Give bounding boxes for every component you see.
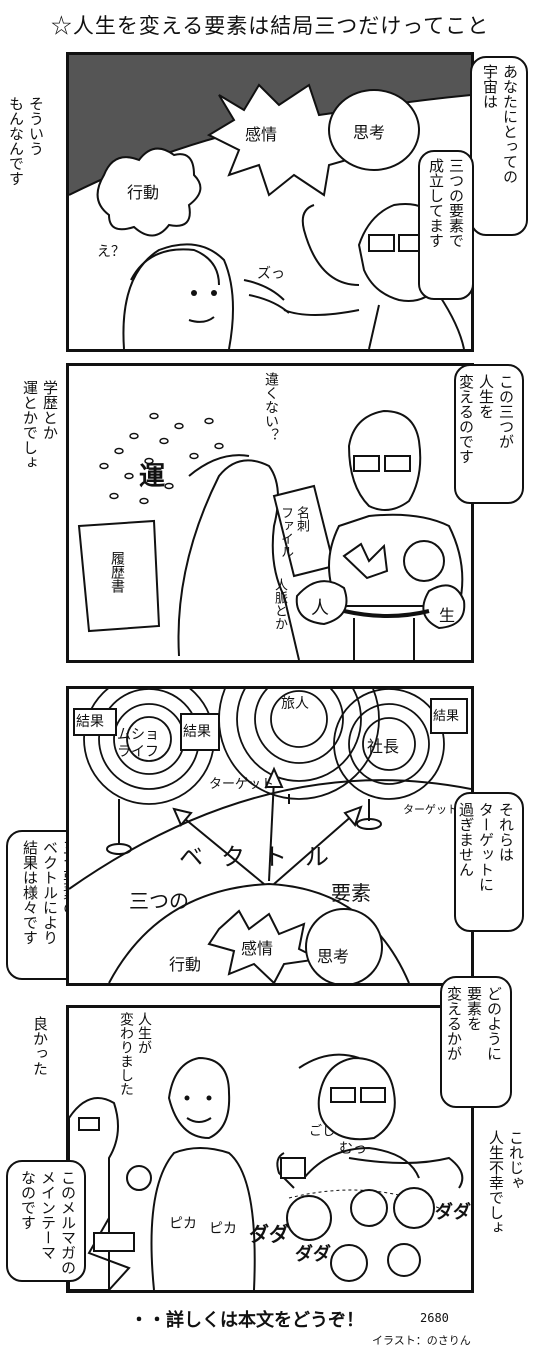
panel3-kanjo-label: 感情 (241, 939, 274, 958)
shiko-circle (328, 89, 420, 171)
footer-text: ・・詳しくは本文をどうぞ！ (130, 1310, 364, 1331)
panel4-art (69, 1053, 464, 1290)
panel2-rireki-label: 履歴書 (109, 551, 125, 593)
panel2-sei-label: 生 (439, 606, 456, 625)
panel1-kodo-label: 行動 (127, 183, 160, 202)
panel3-tabibito-label: 旅人 (281, 696, 309, 712)
issue-number: 2680 (420, 1311, 449, 1325)
page-title: ☆人生を変える要素は結局三つだけってこと (50, 14, 490, 38)
panel4-pika1-label: ピカ (169, 1216, 197, 1232)
panel2-art (77, 409, 466, 660)
panel1-bubble-2-text: 三つの要素で 成立してます (427, 158, 465, 248)
panel2-jinmyaku-label: 人脈とか (272, 578, 287, 630)
panel3-mushoku-label: ムショ ライフ (117, 727, 159, 760)
panel4-side-box: このメルマガの メインテーマ なのです (6, 1160, 86, 1282)
panel3-kekka2-label: 結果 (183, 724, 211, 740)
panel1-art (69, 55, 471, 349)
panel3-shiko-label: 思考 (317, 947, 350, 966)
panel2-un-label: 運 (139, 462, 166, 492)
panel3-vector-label: ベクトル (179, 843, 347, 871)
panel4-dada3-label: ダダ (435, 1202, 471, 1223)
panel2-chigau-label: 違くない？ (263, 372, 279, 442)
panel4-dada2-label: ダダ (295, 1244, 331, 1265)
panel3-mittsu-label: 三つの (129, 889, 189, 913)
panel3-shacho-label: 社長 (367, 737, 400, 756)
panel2-bubble-1-text: この三つが 人生を 変えるのです (457, 374, 515, 464)
panel2-hito-label: 人 (311, 598, 329, 619)
panel1-bubble-1: あなたにとっての 宇宙は (470, 56, 528, 236)
panel4-jinsei-label: 人生が 変わりました (118, 1012, 152, 1096)
panel3-target1-label: ターゲット (209, 777, 275, 792)
panel1-e-label: え？ (97, 244, 125, 260)
kodo-blob (96, 147, 202, 237)
panel4-right-text: これじゃ 人生不幸でしょ (487, 1130, 525, 1235)
panel4-side-text: 良かった (31, 1016, 49, 1076)
panel1-bubble-2: 三つの要素で 成立してます (418, 150, 474, 300)
panel3-bubble-1-text: それらは ターゲットに 過ぎません (457, 802, 515, 892)
panel2-bubble-1: この三つが 人生を 変えるのです (454, 364, 524, 504)
panel4-side-box-text: このメルマガの メインテーマ なのです (19, 1170, 77, 1275)
panel3-yoso-label: 要素 (331, 881, 371, 905)
panel4-bubble-1-text: どのように 要素を 変えるかが (445, 986, 503, 1061)
panel3-kodo-label: 行動 (169, 955, 202, 974)
panel3-art (69, 689, 471, 983)
panel3-bubble-1: それらは ターゲットに 過ぎません (454, 792, 524, 932)
panel4-goshi-label: ごし (309, 1124, 336, 1139)
comic-panel-1: 感情 思考 行動 え？ ズっ (66, 52, 474, 352)
illustrator-credit: イラスト：のさりん (372, 1334, 471, 1347)
panel2-meishi-label: 名刺 ファイル (278, 506, 309, 558)
panel1-zu-label: ズっ (257, 266, 285, 282)
comic-panel-2: 違くない？ 運 履歴書 名刺 ファイル 人脈とか 人 生 (66, 363, 474, 663)
panel4-dada1-label: ダダ (249, 1222, 289, 1246)
panel2-side-text: 学歴とか 運とかでしょ (21, 380, 59, 470)
comic-panel-4: 人生が 変わりました ごし むっ ピカ ピカ ダダ ダダ ダダ (66, 1005, 474, 1293)
panel3-target2-label: ターゲット (403, 803, 458, 816)
panel1-side-text: そういう もんなんです (7, 96, 45, 186)
panel1-shiko-label: 思考 (353, 123, 386, 142)
panel3-kekka1-label: 結果 (76, 714, 104, 730)
kanjo-cloud (206, 83, 367, 197)
panel1-kanjo-label: 感情 (245, 125, 278, 144)
panel3-kekka3-label: 結果 (433, 709, 460, 724)
panel4-mu-label: むっ (339, 1141, 367, 1157)
comic-panel-3: 結果 ムショ ライフ 結果 旅人 結果 社長 ターゲット ターゲット ベクトル … (66, 686, 474, 986)
panel1-bubble-1-text: あなたにとっての 宇宙は (481, 64, 519, 184)
panel4-pika2-label: ピカ (209, 1221, 237, 1237)
panel4-bubble-1: どのように 要素を 変えるかが (440, 976, 512, 1108)
